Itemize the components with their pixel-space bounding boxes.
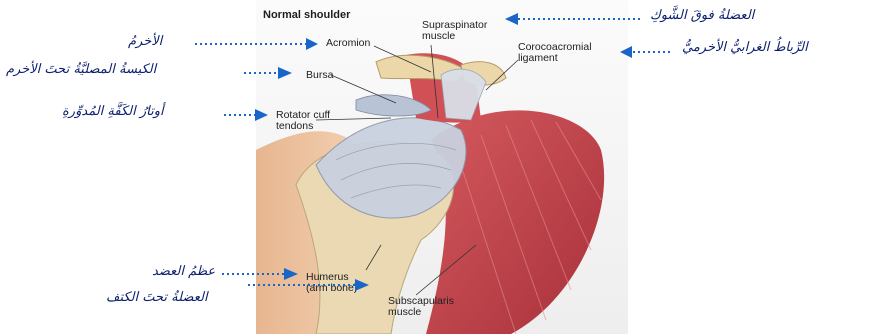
label-coracoacromial-ar: الرِّباطُ الغرابيُّ الأخرميُّ xyxy=(682,40,808,55)
label-subscapularis-en: Subscapularis muscle xyxy=(388,296,454,318)
label-rotator-cuff-ar: أوتارُ الكَفَّةِ المُدوِّرةِ xyxy=(62,104,164,119)
figure-title: Normal shoulder xyxy=(263,10,350,21)
label-humerus-en: Humerus (arm bone) xyxy=(306,272,357,294)
label-rotator-cuff-en: Rotator cuff tendons xyxy=(276,110,330,132)
label-subscapularis-ar: العضلةُ تحتَ الكتف xyxy=(106,290,208,305)
label-supraspinatus-ar: العضلةُ فوقَ الشَّوكِ xyxy=(650,8,754,23)
label-bursa-en: Bursa xyxy=(306,70,333,81)
label-coracoacromial-en: Corocoacromial ligament xyxy=(518,42,592,64)
label-supraspinatus-en: Supraspinator muscle xyxy=(422,20,487,42)
label-bursa-ar: الكيسةُ المصليَّةُ تحتَ الأخرم xyxy=(6,62,156,77)
label-acromion-en: Acromion xyxy=(326,38,370,49)
label-acromion-ar: الأخرمُ xyxy=(128,34,162,49)
label-humerus-ar: عظمُ العضد xyxy=(152,264,215,279)
